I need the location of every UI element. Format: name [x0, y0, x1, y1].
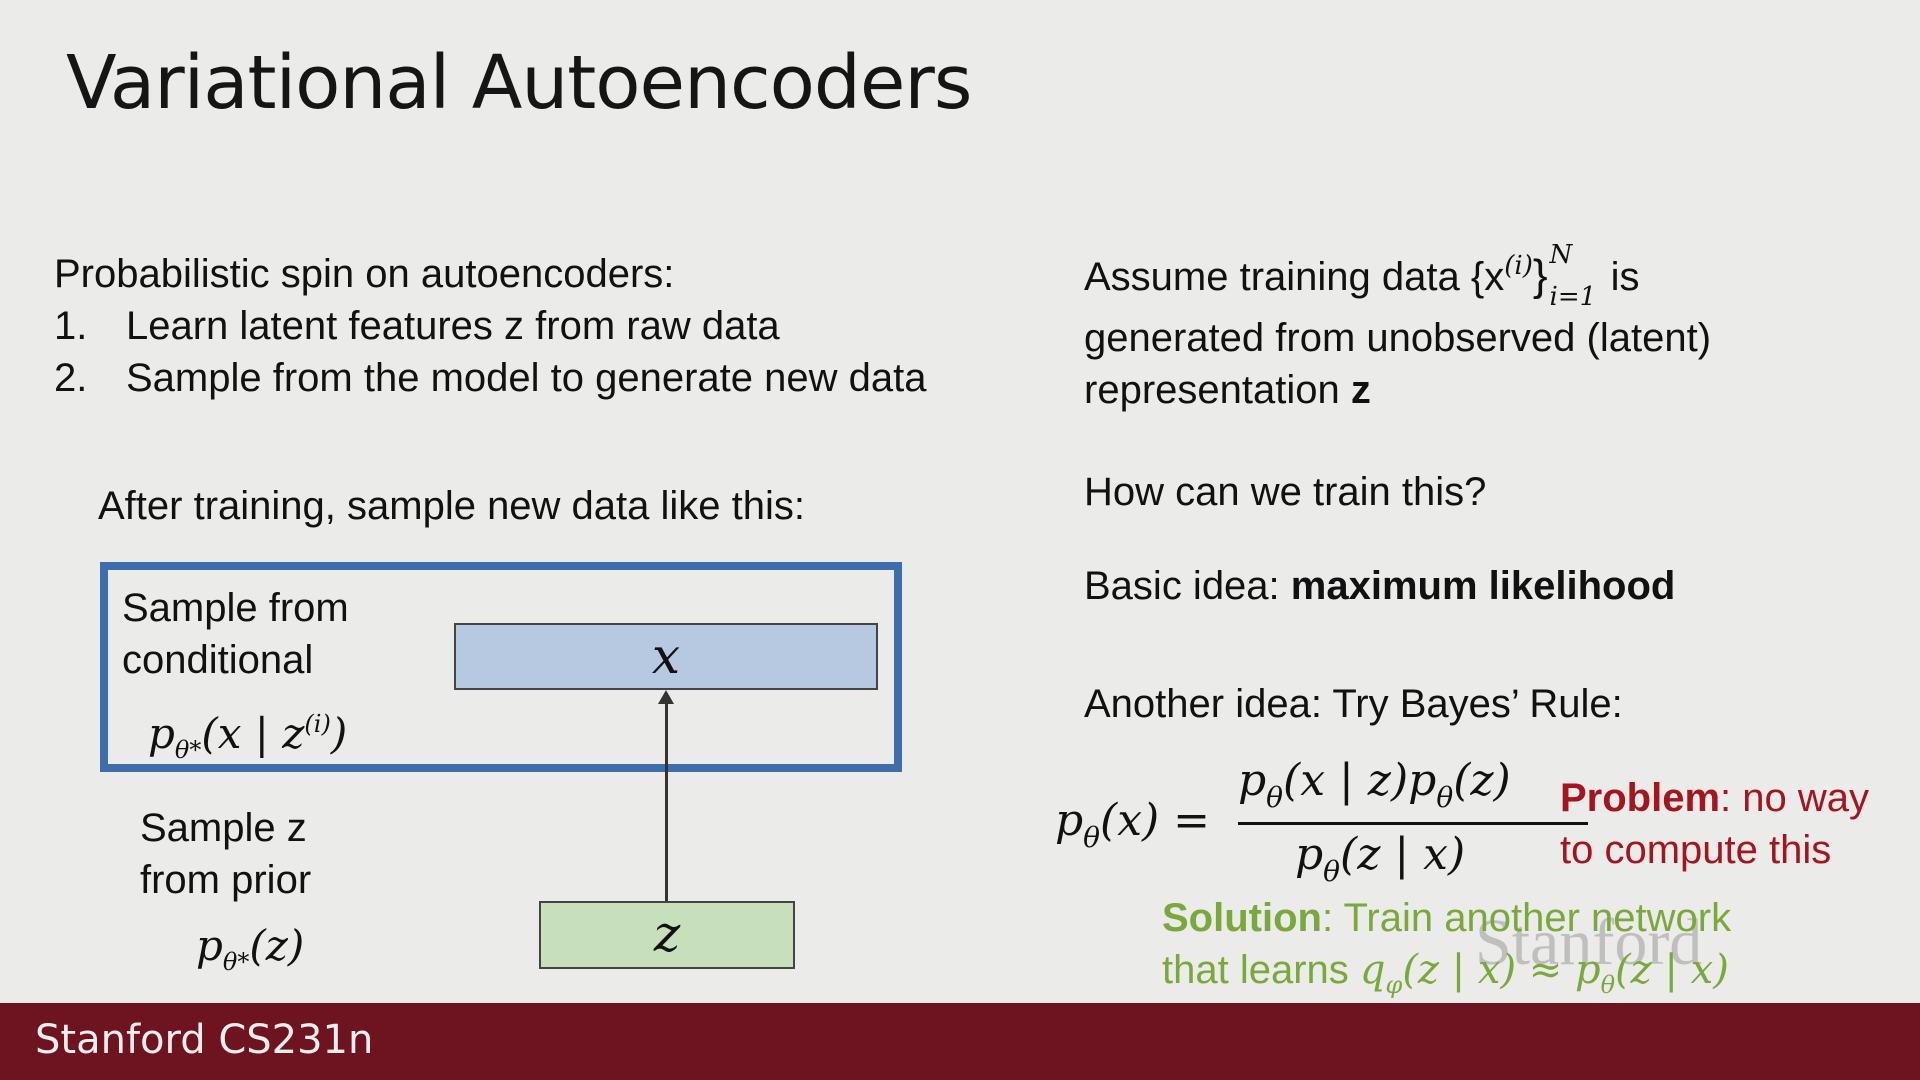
assume-text: Assume training data {x: [1084, 255, 1505, 299]
fraction-bar: [1238, 822, 1588, 825]
formula-lhs: pθ(x) =: [1055, 795, 1211, 854]
solution-note: Solution: Train another network that lea…: [1162, 892, 1731, 1001]
formula-denominator: pθ(z | x): [1295, 829, 1466, 888]
assume-line2: generated from unobserved (latent): [1084, 316, 1712, 360]
arrow-line: [665, 700, 668, 901]
lhs-sub: θ: [1083, 821, 1101, 854]
math-args: (x | z: [201, 709, 305, 758]
assume-sup: (i): [1504, 251, 1533, 281]
assume-post: is: [1599, 255, 1640, 299]
basic-idea-text: Basic idea: maximum likelihood: [1084, 560, 1675, 612]
basic-idea-label: Basic idea:: [1084, 564, 1291, 608]
math-args: (z): [249, 921, 305, 970]
another-idea-text: Another idea: Try Bayes’ Rule:: [1084, 682, 1623, 726]
solution-p-args: (z | x): [1615, 947, 1729, 993]
slide-title: Variational Autoencoders: [66, 40, 972, 126]
num-p2: p: [1408, 755, 1437, 806]
formula-numerator: pθ(x | z)pθ(z): [1238, 755, 1511, 814]
num-args1: (x | z): [1283, 755, 1409, 806]
prior-label-line1: Sample z: [140, 806, 307, 850]
list-item-1: 1. Learn latent features z from raw data: [54, 300, 780, 352]
num-sub2: θ: [1436, 781, 1454, 814]
prior-label-line2: from prior: [140, 858, 312, 902]
solution-q-sub: φ: [1385, 971, 1403, 999]
problem-bold: Problem: [1560, 776, 1721, 820]
conditional-label-line2: conditional: [122, 638, 314, 682]
math-sub: θ*: [174, 736, 202, 764]
math-p: p: [148, 709, 175, 758]
problem-rest: : no way: [1720, 776, 1870, 820]
solution-line1: Solution: Train another network: [1162, 892, 1731, 944]
prior-formula: pθ*(z): [196, 920, 304, 978]
z-node: z: [539, 901, 795, 969]
den-sub: θ: [1323, 855, 1341, 888]
conditional-label-line1: Sample from: [122, 586, 349, 630]
assume-line3: representation z: [1084, 364, 1371, 416]
basic-idea-bold: maximum likelihood: [1290, 564, 1676, 608]
stanford-watermark: Stanford: [1475, 906, 1703, 979]
x-node: x: [454, 623, 878, 690]
question-text: How can we train this?: [1084, 470, 1487, 514]
den-p: p: [1295, 829, 1324, 880]
math-sub: θ*: [222, 948, 250, 976]
intro-text: Probabilistic spin on autoencoders:: [54, 252, 675, 296]
lhs-p: p: [1055, 795, 1084, 846]
list-number: 2.: [54, 356, 88, 400]
problem-line1: Problem: no way: [1560, 772, 1869, 824]
problem-line2: to compute this: [1560, 828, 1832, 872]
assume-line3-text: representation: [1084, 368, 1351, 412]
list-text: Learn latent features z from raw data: [126, 304, 780, 348]
assume-line3-bold: z: [1350, 368, 1371, 412]
num-args2: (z): [1453, 755, 1511, 806]
arrow-head-icon: [658, 690, 674, 704]
assume-brace: }: [1532, 251, 1548, 300]
solution-line2: that learns qφ(z | x) ≈ pθ(z | x): [1162, 944, 1731, 1001]
solution-q: q: [1359, 947, 1386, 993]
conditional-box: [100, 562, 902, 772]
assume-sup-n: N: [1549, 240, 1573, 271]
footer-bar: Stanford CS231n: [0, 1003, 1920, 1080]
solution-q-args: (z | x) ≈: [1402, 947, 1576, 993]
num-sub1: θ: [1266, 781, 1284, 814]
math-p: p: [196, 921, 223, 970]
after-training-text: After training, sample new data like thi…: [98, 484, 806, 528]
num-p1: p: [1238, 755, 1267, 806]
solution-bold: Solution: [1162, 896, 1322, 940]
solution-p: p: [1575, 947, 1601, 993]
den-args: (z | x): [1340, 829, 1466, 880]
list-number: 1.: [54, 304, 88, 348]
list-text: Sample from the model to generate new da…: [126, 356, 927, 400]
list-item-2: 2. Sample from the model to generate new …: [54, 352, 926, 404]
assume-sub: i=1: [1549, 282, 1597, 313]
lhs-args: (x) =: [1100, 795, 1211, 846]
footer-text: Stanford CS231n: [35, 1017, 374, 1063]
solution-rest: : Train another network: [1321, 896, 1732, 940]
problem-note: Problem: no way to compute this: [1560, 772, 1869, 876]
math-close: ): [330, 709, 348, 758]
solution-line2-text: that learns: [1162, 948, 1360, 992]
math-sup: (i): [304, 710, 331, 738]
conditional-formula: pθ*(x | z(i)): [148, 708, 347, 766]
solution-p-sub: θ: [1600, 971, 1616, 999]
